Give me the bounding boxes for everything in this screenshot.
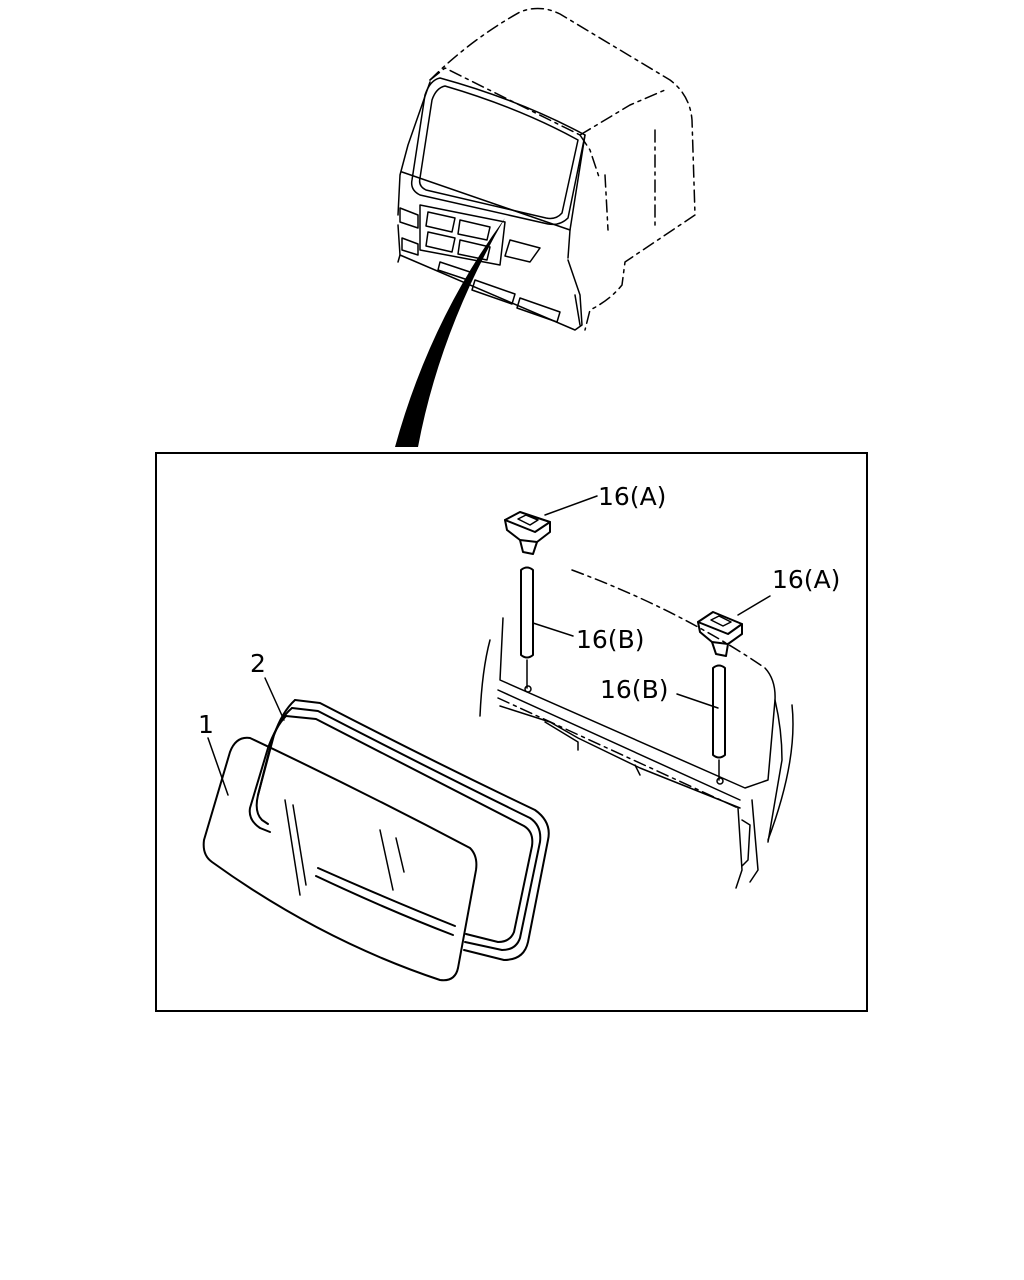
windshield-weatherstrip xyxy=(248,699,550,961)
callout-part-2: 2 xyxy=(250,649,266,678)
callout-leaders xyxy=(207,495,771,796)
callout-16b-left: 16(B) xyxy=(576,625,644,654)
stud-16b-right xyxy=(712,664,726,781)
callout-16a-left: 16(A) xyxy=(598,482,666,511)
callout-16b-right: 16(B) xyxy=(600,675,668,704)
detail-frame xyxy=(155,452,868,1012)
windshield-glass xyxy=(202,736,478,982)
clip-16a-right xyxy=(697,611,743,657)
stud-16b-left xyxy=(520,566,534,689)
callout-16a-right: 16(A) xyxy=(772,565,840,594)
detail-leader-wedge xyxy=(395,218,505,447)
clip-16a-left xyxy=(504,511,551,555)
cab-front-panel xyxy=(479,569,794,889)
truck-cab-illustration xyxy=(397,7,696,331)
callout-part-1: 1 xyxy=(198,710,214,739)
